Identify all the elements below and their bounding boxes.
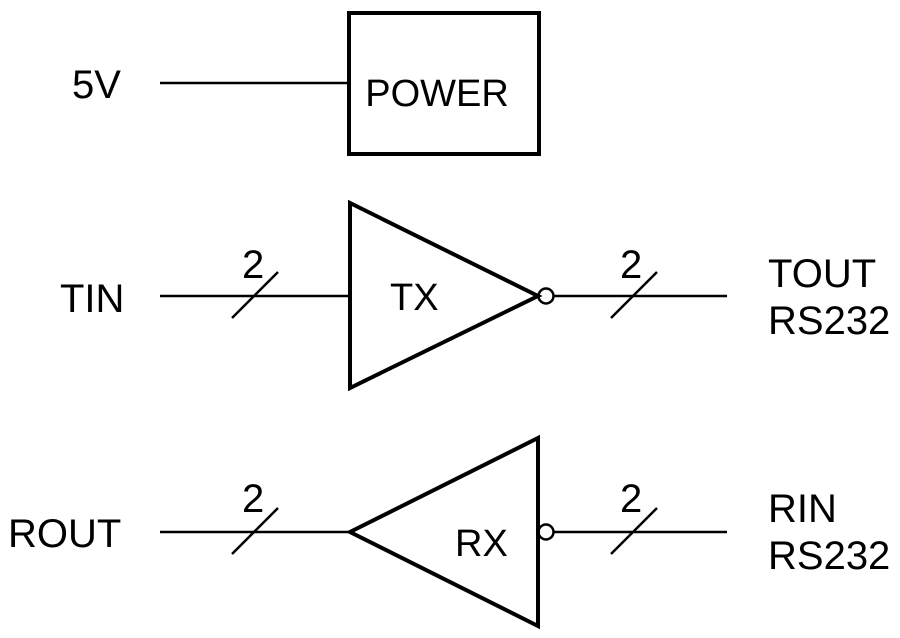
power-block xyxy=(347,11,541,156)
receiver-section: ROUT 2 RX 2 RIN RS232 xyxy=(8,434,890,630)
rx-output-label: ROUT xyxy=(8,512,121,556)
tx-inversion-bubble xyxy=(537,287,555,305)
tx-input-bus-width: 2 xyxy=(242,243,264,287)
tx-output-bus-slash xyxy=(610,271,658,319)
power-input-label: 5V xyxy=(72,63,121,107)
rx-inversion-bubble xyxy=(537,523,555,541)
rx-block-label: RX xyxy=(455,523,508,565)
tx-input-label: TIN xyxy=(60,277,124,321)
power-section: 5V POWER xyxy=(72,11,541,156)
tx-block-label: TX xyxy=(390,277,439,319)
transmitter-section: TIN 2 TX 2 TOUT RS232 xyxy=(60,199,890,392)
rx-output-bus-slash xyxy=(231,507,279,555)
tx-output-bus-width: 2 xyxy=(620,243,642,287)
rx-input-bus-slash xyxy=(610,507,658,555)
rx-input-label-line1: RIN xyxy=(768,487,837,531)
tx-input-bus-slash xyxy=(231,271,279,319)
rx-input-bus-width: 2 xyxy=(620,477,642,521)
power-block-label: POWER xyxy=(365,73,509,115)
rx-buffer-triangle xyxy=(345,434,540,630)
tx-output-label-line1: TOUT xyxy=(768,252,876,296)
tx-output-label-line2: RS232 xyxy=(768,299,890,343)
tx-buffer-triangle xyxy=(348,199,543,392)
rx-input-label-line2: RS232 xyxy=(768,534,890,578)
rx-output-bus-width: 2 xyxy=(242,477,264,521)
